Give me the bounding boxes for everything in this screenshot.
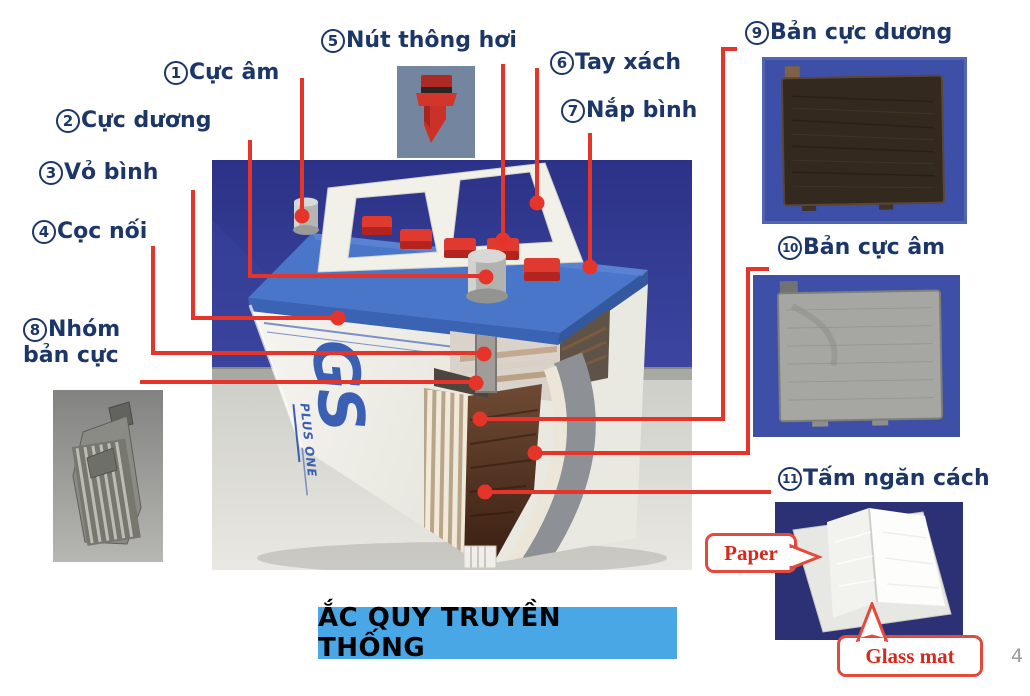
label-11-text: Tấm ngăn cách (803, 466, 990, 491)
label-2-number: 2 (56, 109, 80, 133)
callout-glass-mat-arrow (855, 602, 889, 642)
positive-plate-photo (762, 57, 967, 224)
label-6-number: 6 (550, 51, 574, 75)
label-7-nap-binh: 7 Nắp bình (561, 98, 697, 124)
label-2-text: Cực dương (81, 108, 212, 133)
label-9-ban-cuc-duong: 9 Bản cực dương (745, 20, 952, 46)
negative-plate (776, 280, 944, 427)
label-3-vo-binh: 3 Vỏ bình (39, 160, 158, 186)
label-10-number: 10 (778, 236, 802, 260)
positive-plate (780, 66, 946, 212)
slide-title-text: ẮC QUY TRUYỀN THỐNG (318, 603, 562, 663)
label-8-text-line2: bản cực (23, 343, 119, 368)
main-battery-photo: GS PLUS ONE (212, 160, 692, 570)
label-11-number: 11 (778, 467, 802, 491)
label-11-tam-ngan-cach: 11 Tấm ngăn cách (778, 466, 990, 492)
label-7-number: 7 (561, 99, 585, 123)
callout-paper-text: Paper (724, 540, 778, 565)
label-9-number: 9 (745, 21, 769, 45)
label-5-number: 5 (321, 29, 345, 53)
negative-plate-photo (753, 275, 960, 437)
label-7-text: Nắp bình (586, 98, 698, 123)
label-4-number: 4 (32, 220, 56, 244)
label-1-number: 1 (164, 61, 188, 85)
label-9-text: Bản cực dương (770, 20, 953, 45)
battery-terminal-front (466, 249, 508, 304)
label-6-text: Tay xách (575, 50, 682, 75)
label-8-text: Nhóm (48, 317, 121, 342)
label-1-cuc-am: 1 Cực âm (164, 60, 279, 86)
callout-glass-mat-text: Glass mat (865, 643, 955, 668)
page-number: 4 (1011, 645, 1024, 667)
callout-paper: Paper (705, 533, 797, 573)
plate-group-stack (71, 401, 142, 546)
label-8-nhom-ban-cuc: 8 Nhóm bản cực (23, 317, 120, 369)
callout-glass-mat: Glass mat (837, 635, 983, 677)
plate-group-photo (53, 390, 163, 562)
label-1-text: Cực âm (189, 60, 280, 85)
label-4-coc-noi: 4 Cọc nối (32, 219, 147, 245)
label-8-number: 8 (23, 318, 47, 342)
label-5-nut-thong-hoi: 5 Nút thông hơi (321, 28, 517, 54)
label-4-text: Cọc nối (57, 219, 148, 244)
vent-plug (416, 75, 457, 143)
label-10-text: Bản cực âm (803, 235, 946, 260)
label-2-cuc-duong: 2 Cực dương (56, 108, 211, 134)
battery-terminal-rear (293, 197, 319, 235)
slide-title: ẮC QUY TRUYỀN THỐNG (318, 603, 677, 663)
label-5-text: Nút thông hơi (346, 28, 517, 53)
battery-foot (463, 545, 497, 569)
label-10-ban-cuc-am: 10 Bản cực âm (778, 235, 945, 261)
vent-plug-photo (397, 66, 475, 158)
label-3-number: 3 (39, 161, 63, 185)
separator-sheets (792, 507, 952, 633)
label-3-text: Vỏ bình (64, 160, 159, 185)
callout-paper-arrow (789, 543, 823, 571)
label-6-tay-xach: 6 Tay xách (550, 50, 681, 76)
